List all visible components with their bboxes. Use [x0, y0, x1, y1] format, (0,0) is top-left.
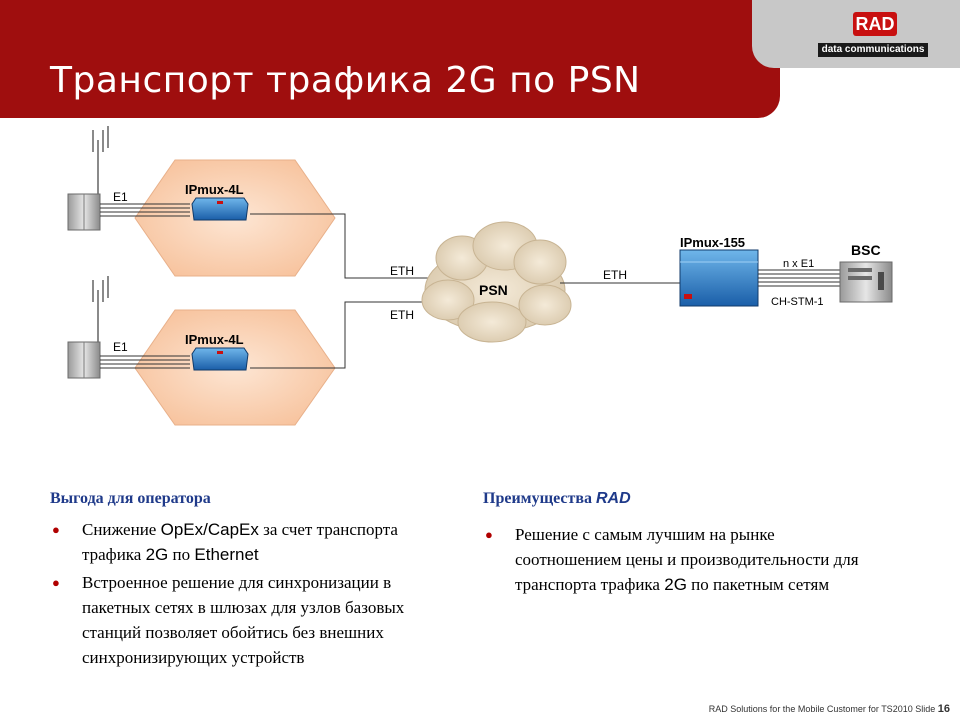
eth-link-top: [250, 213, 445, 279]
rad-advantages-heading: Преимущества RAD: [483, 490, 631, 507]
slide-number: 16: [937, 703, 950, 715]
operator-benefits-heading: Выгода для оператора: [50, 490, 211, 507]
eth-label-right: ETH: [603, 268, 627, 282]
e1-links-to-bsc: [758, 269, 840, 287]
ipmux-155-device: [679, 249, 759, 307]
rad-advantages-list: ● Решение с самым лучшим на рынке соотно…: [483, 522, 883, 600]
ipmux-155-label: IPmux-155: [680, 235, 746, 250]
e1-label-top: E1: [113, 190, 128, 204]
eth-label-top: ETH: [390, 264, 414, 278]
bullet-icon: ●: [485, 527, 493, 542]
base-station-icon: [67, 193, 101, 231]
network-diagram: [67, 126, 893, 426]
ipmux-4l-label-top: IPmux-4L: [185, 182, 244, 197]
bullet-icon: ●: [52, 522, 60, 537]
eth-link-bottom: [250, 301, 445, 369]
e1-link-bottom: [100, 355, 190, 369]
list-item: ● Снижение OpEx/CapEx за счет транспорта…: [50, 517, 450, 567]
title-band: [0, 0, 780, 118]
operator-benefits-list: ● Снижение OpEx/CapEx за счет транспорта…: [50, 517, 450, 673]
ipmux-4l-label-bottom: IPmux-4L: [185, 332, 244, 347]
e1-label-bottom: E1: [113, 340, 128, 354]
rad-logo-tagline: data communications: [818, 43, 928, 57]
list-item: ● Встроенное решение для синхронизации в…: [50, 570, 450, 670]
list-item: ● Решение с самым лучшим на рынке соотно…: [483, 522, 883, 597]
psn-cloud: [421, 221, 572, 343]
cell-tower-icon: [92, 126, 109, 198]
psn-label: PSN: [479, 282, 508, 298]
eth-label-bottom: ETH: [390, 308, 414, 322]
bsc-label: BSC: [851, 242, 881, 258]
ipmux-4l-device-bottom: [191, 347, 249, 371]
e1-link-top: [100, 203, 190, 217]
rad-logo: RAD: [853, 12, 897, 36]
slide-footer: RAD Solutions for the Mobile Customer fo…: [708, 703, 950, 715]
cell-tower-icon: [92, 276, 109, 348]
n-x-e1-label: n x E1: [783, 258, 815, 270]
bullet-icon: ●: [52, 575, 60, 590]
bsc-server-icon: [839, 261, 893, 303]
ipmux-4l-device-top: [191, 197, 249, 221]
slide-title: Транспорт трафика 2G по PSN: [50, 60, 641, 101]
ch-stm1-label: CH-STM-1: [771, 296, 824, 308]
base-station-icon: [67, 341, 101, 379]
